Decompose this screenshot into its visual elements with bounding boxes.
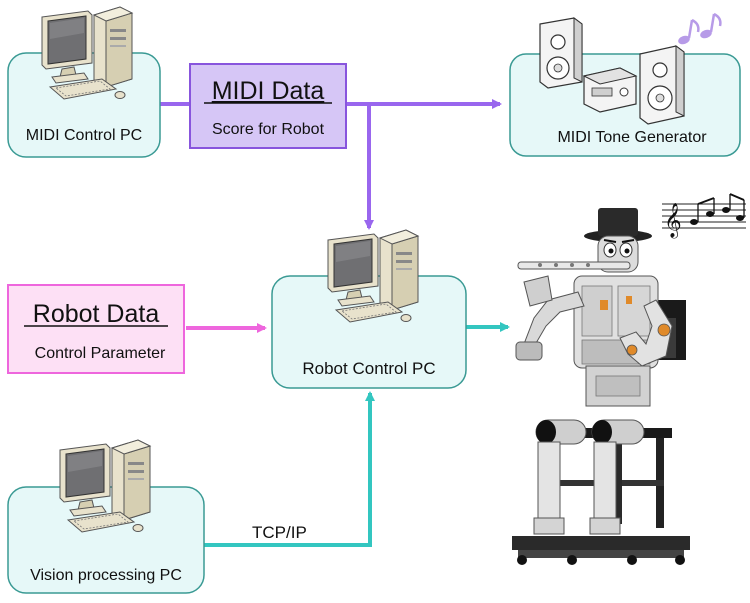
music-notes-icon [678,12,722,45]
midi-tone-generator-node: MIDI Tone Generator [509,12,741,157]
speaker-system-icon [539,17,685,125]
vision-pc-node: Vision processing PC [7,439,205,594]
midi-data-subtitle: Score for Robot [212,121,325,138]
robot-control-pc-label: Robot Control PC [302,359,435,378]
robot-data-subtitle: Control Parameter [35,345,166,362]
midi-data-title: MIDI Data [212,77,325,105]
music-staff-icon: 𝄞 [662,193,746,239]
vision-pc-label: Vision processing PC [30,567,182,584]
tcp-ip-label: TCP/IP [252,523,307,542]
midi-control-pc-label: MIDI Control PC [26,127,142,144]
robot-data-title: Robot Data [33,300,160,328]
svg-text:𝄞: 𝄞 [664,203,682,239]
robot-control-pc-node: Robot Control PC [271,229,467,389]
midi-data-node: MIDI Data Score for Robot [189,63,347,149]
flute-robot-illustration: 𝄞 [512,193,746,565]
robot-data-node: Robot Data Control Parameter [7,284,185,374]
midi-tone-generator-label: MIDI Tone Generator [557,129,707,146]
midi-control-pc-node: MIDI Control PC [7,6,161,158]
